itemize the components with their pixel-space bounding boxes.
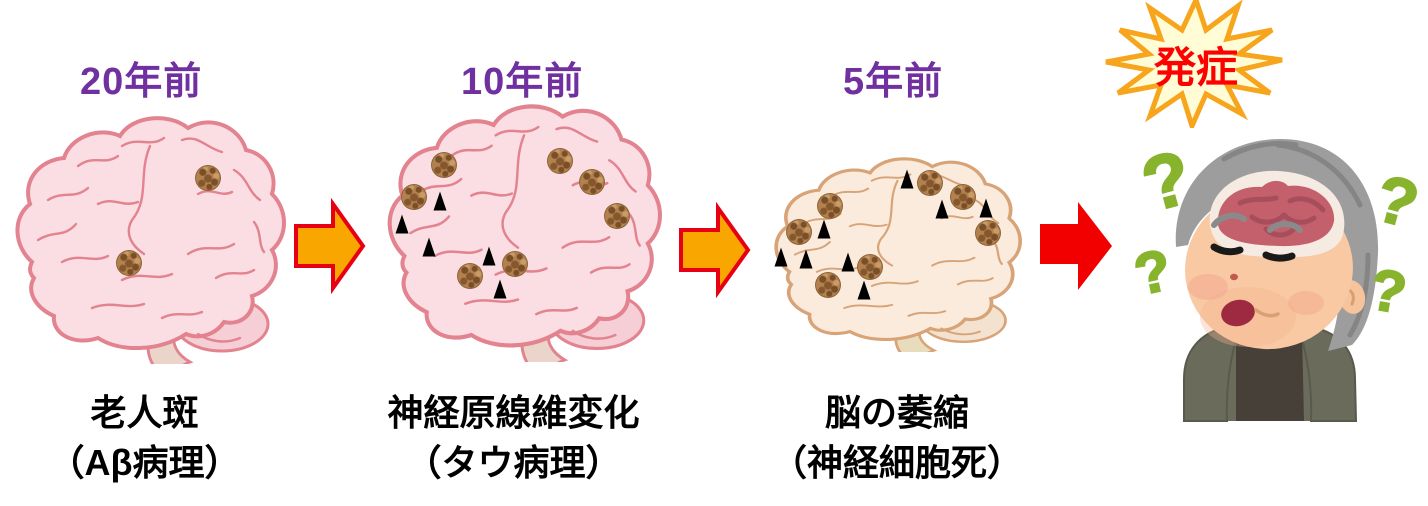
onset-burst-icon bbox=[1105, 0, 1283, 128]
arrow-shape bbox=[679, 202, 751, 298]
stage2-time-label: 10年前 bbox=[461, 61, 584, 103]
right-arrow-icon-1 bbox=[294, 198, 366, 294]
brain-illustration-stage2 bbox=[389, 106, 660, 362]
atrophied-brain-panel bbox=[758, 150, 1028, 356]
stage1-caption: 老人斑 （Aβ病理） bbox=[48, 385, 241, 491]
man-head bbox=[1175, 139, 1379, 351]
caption-line: 老人斑 bbox=[90, 392, 199, 433]
brain-illustration-stage3 bbox=[776, 158, 1021, 352]
arrow-shape bbox=[1040, 202, 1112, 290]
stage1-time-label: 20年前 bbox=[80, 61, 203, 103]
right-eye-closed bbox=[1262, 251, 1296, 262]
caption-line: （タウ病理） bbox=[405, 442, 622, 483]
confused-man-illustration bbox=[1175, 139, 1379, 422]
right-arrow-icon-3 bbox=[1040, 202, 1112, 290]
stage3-caption: 脳の萎縮 （神経細胞死） bbox=[770, 385, 1024, 491]
brain-illustration-stage1 bbox=[17, 118, 284, 364]
right-arrow-icon-2 bbox=[679, 202, 751, 298]
caption-line: 脳の萎縮 bbox=[824, 392, 969, 433]
arrow-shape bbox=[294, 198, 366, 294]
left-eye-closed bbox=[1210, 243, 1244, 256]
caption-line: （Aβ病理） bbox=[48, 442, 241, 483]
onset-label: 発症 bbox=[1153, 43, 1238, 91]
caption-line: （神経細胞死） bbox=[770, 442, 1023, 483]
stage3-time-label: 5年前 bbox=[843, 61, 944, 103]
nose bbox=[1230, 273, 1238, 281]
right-eyebrow bbox=[1267, 221, 1303, 233]
left-eyebrow bbox=[1211, 212, 1247, 228]
caption-line: 神経原線維変化 bbox=[387, 392, 640, 433]
burst-shape bbox=[1105, 0, 1283, 128]
open-mouth bbox=[1221, 299, 1255, 327]
stage2-caption: 神経原線維変化 （タウ病理） bbox=[369, 385, 658, 491]
